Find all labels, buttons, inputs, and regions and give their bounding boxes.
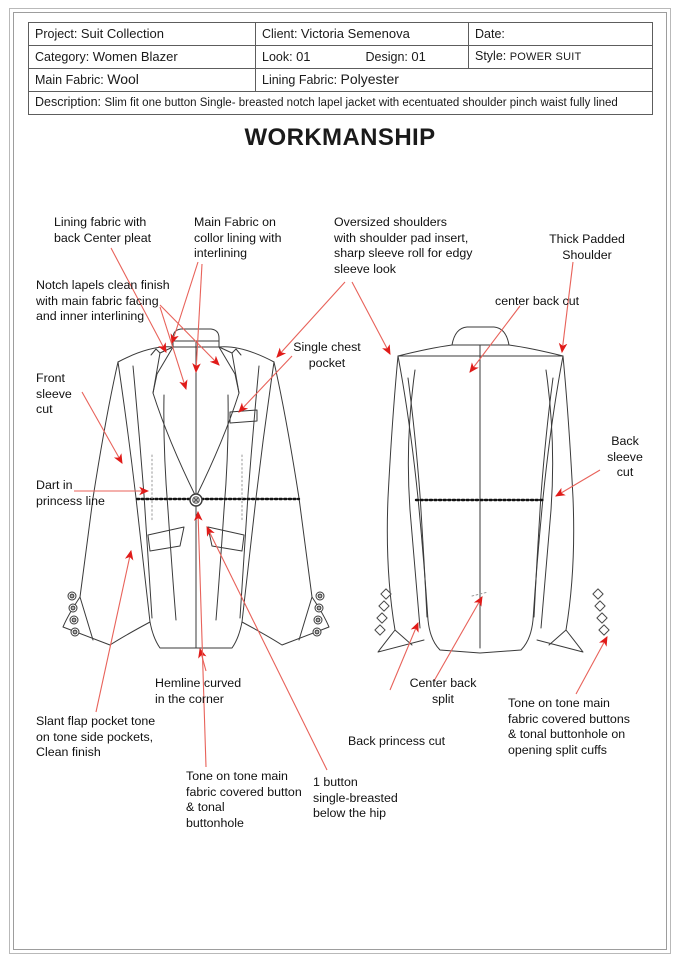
value-look: 01: [296, 48, 311, 64]
cell-main-fabric: Main Fabric: Wool: [28, 68, 256, 92]
leader-oversized-b: [351, 281, 391, 355]
page-frame-outer: [9, 8, 671, 954]
leader-notch-b: [159, 306, 188, 391]
value-design: 01: [411, 48, 426, 64]
page-title: WORKMANSHIP: [244, 124, 436, 151]
annotation-thick-padded-shoulder: Thick Padded Shoulder: [549, 232, 625, 262]
front-button: [189, 493, 203, 507]
leader-one-button: [206, 526, 328, 771]
leader-tone-button-front: [193, 510, 207, 768]
label-category: Category:: [35, 49, 90, 64]
table-row: Description: Slim fit one button Single-…: [28, 91, 653, 115]
label-look: Look:: [262, 49, 293, 64]
value-project: Suit Collection: [80, 25, 164, 41]
annotation-tone-on-tone-button: Tone on tone main fabric covered button …: [186, 769, 302, 830]
annotation-tone-on-tone-cuffs: Tone on tone main fabric covered buttons…: [508, 696, 630, 757]
annotation-center-back-cut: center back cut: [495, 294, 580, 308]
value-style: POWER SUIT: [509, 51, 582, 64]
annotation-dart-princess-line: Dart in princess line: [36, 478, 105, 508]
value-lining-fabric: Polyester: [340, 71, 399, 88]
annotation-oversized-shoulders: Oversized shoulders with shoulder pad in…: [334, 215, 473, 276]
annotation-lining-back-pleat: Lining fabric with back Center pleat: [54, 215, 152, 245]
back-left-cuff-buttons: [374, 588, 392, 636]
cell-style: Style: POWER SUIT: [468, 45, 653, 69]
page-frame-inner: [13, 12, 667, 950]
annotation-hemline-curved: Hemline curved in the corner: [155, 676, 242, 706]
label-lining-fabric: Lining Fabric:: [262, 73, 338, 88]
table-row: Category: Women Blazer Look: 01 Design: …: [28, 45, 653, 69]
label-design: Design:: [365, 49, 408, 64]
front-left-cuff-buttons: [67, 591, 80, 637]
label-main-fabric: Main Fabric:: [35, 73, 104, 88]
label-client: Client:: [262, 26, 298, 41]
leader-center-back-cut: [469, 305, 521, 373]
leader-front-sleeve-cut: [81, 391, 123, 464]
annotation-center-back-split: Center back split: [409, 676, 477, 706]
leader-back-princess: [389, 621, 419, 691]
value-main-fabric: Wool: [107, 71, 139, 88]
label-description: Description:: [35, 95, 101, 110]
annotation-slant-flap-pocket: Slant flap pocket tone on tone side pock…: [36, 714, 156, 759]
value-category: Women Blazer: [92, 48, 178, 64]
front-right-cuff-buttons: [312, 591, 325, 637]
annotation-notch-lapels: Notch lapels clean finish with main fabr…: [36, 278, 170, 323]
value-client: Victoria Semenova: [300, 25, 410, 41]
label-date: Date:: [475, 26, 505, 41]
annotation-one-button-breasted: 1 button single-breasted below the hip: [313, 775, 398, 820]
label-project: Project:: [35, 26, 78, 41]
front-view: [62, 328, 330, 649]
annotation-main-fabric-collar: Main Fabric on collor lining with interl…: [194, 215, 282, 260]
leader-tone-cuffs: [575, 636, 608, 695]
back-view: [374, 326, 610, 654]
annotation-back-sleeve-cut: Back sleeve cut: [607, 434, 643, 479]
label-style: Style:: [475, 49, 507, 64]
leader-notch-a: [159, 304, 220, 366]
back-right-cuff-buttons: [592, 588, 610, 636]
leader-center-back-split: [433, 596, 483, 682]
spec-table: Project: Suit Collection Client: Victori…: [28, 22, 653, 115]
leader-thick-padded: [558, 261, 574, 354]
leader-main-fabric-collar-2: [170, 261, 199, 345]
value-description: Slim fit one button Single- breasted not…: [104, 97, 618, 110]
leader-single-chest-pocket: [238, 355, 293, 413]
annotation-back-princess-cut: Back princess cut: [348, 734, 446, 748]
cell-project: Project: Suit Collection: [28, 22, 256, 46]
cell-description: Description: Slim fit one button Single-…: [28, 91, 653, 115]
cell-date: Date:: [468, 22, 653, 46]
leader-oversized-a: [276, 281, 346, 358]
leader-lining-back-pleat: [110, 247, 167, 353]
leader-slant-flap: [95, 549, 134, 713]
table-row: Main Fabric: Wool Lining Fabric: Polyest…: [28, 68, 653, 92]
annotation-front-sleeve-cut: Front sleeve cut: [36, 371, 72, 416]
cell-lining-fabric: Lining Fabric: Polyester: [255, 68, 653, 92]
leader-main-fabric-collar: [192, 263, 203, 374]
leader-lines: [74, 247, 608, 771]
leader-back-sleeve-cut: [555, 469, 601, 497]
annotation-single-chest-pocket: Single chest pocket: [293, 340, 361, 370]
